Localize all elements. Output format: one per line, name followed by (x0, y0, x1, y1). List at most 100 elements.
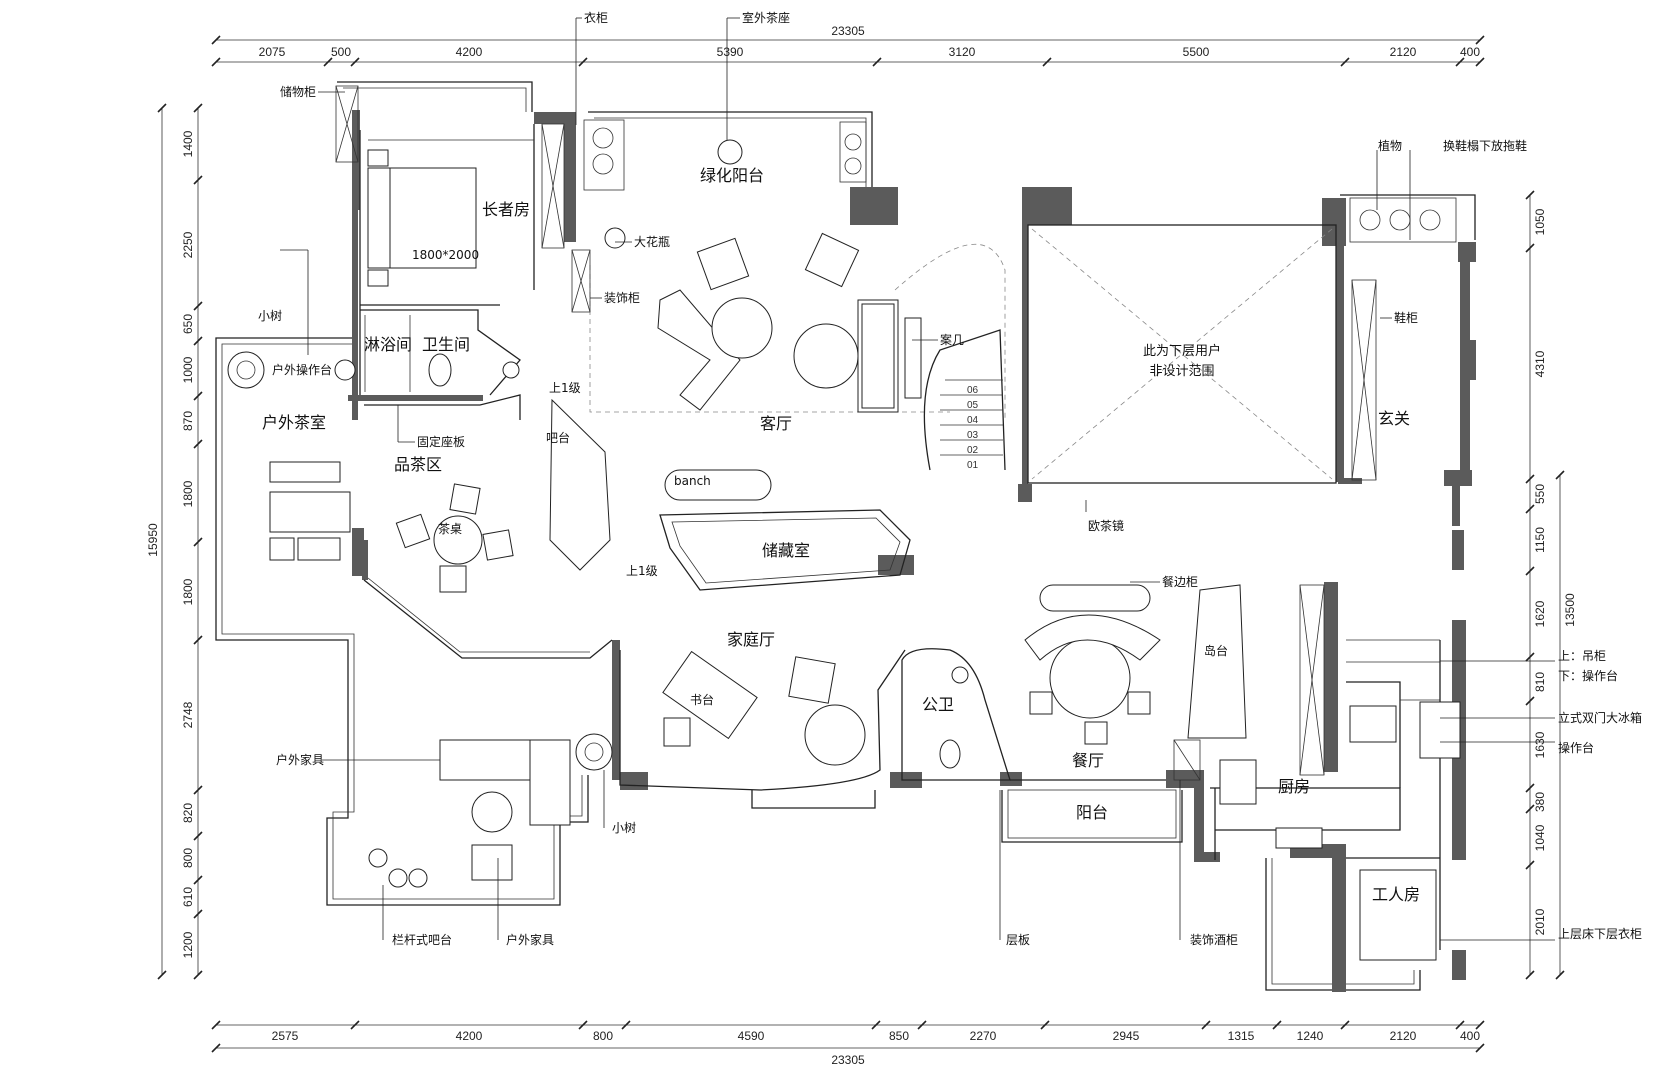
desk: 书台 (690, 692, 714, 707)
room-balcony: 阳台 (1076, 803, 1108, 822)
room-tea-area: 品茶区 (394, 455, 442, 474)
dim-top-5: 5500 (1183, 45, 1210, 59)
dim-left-7: 2748 (181, 701, 195, 728)
room-bathroom: 卫生间 (422, 335, 470, 354)
dim-left-6: 1800 (181, 578, 195, 605)
dim-right-6: 1630 (1533, 731, 1547, 758)
dim-bottom-7: 1315 (1228, 1029, 1255, 1043)
dim-right-4: 1620 (1533, 600, 1547, 627)
stair-05: 05 (967, 400, 979, 411)
dim-right-7: 380 (1533, 792, 1547, 812)
label-storage-cabinet: 储物柜 (280, 84, 316, 99)
interior-lines (335, 85, 1457, 950)
left-dimension-lines (157, 103, 203, 980)
dim-left-4: 870 (181, 411, 195, 431)
label-wardrobe: 衣柜 (584, 10, 608, 25)
room-dining: 餐厅 (1072, 751, 1104, 770)
label-mirror: 欧茶镜 (1088, 518, 1124, 533)
dim-right-overall: 13500 (1563, 593, 1577, 627)
label-bar-counter-balcony: 栏杆式吧台 (392, 932, 452, 947)
dim-right-0: 1050 (1533, 208, 1547, 235)
dim-right-9: 2010 (1533, 908, 1547, 935)
label-small-tree-top: 小树 (258, 308, 282, 323)
bottom-dimension-lines (211, 1020, 1485, 1053)
right-dimension-lines (1525, 190, 1565, 980)
label-fixed-bench: 固定座板 (417, 434, 465, 449)
dim-top-1: 500 (331, 45, 351, 59)
dim-left-9: 800 (181, 848, 195, 868)
dim-bottom-0: 2575 (272, 1029, 299, 1043)
room-maid: 工人房 (1372, 885, 1420, 904)
lower-unit-line1: 此为下层用户 (1143, 343, 1221, 359)
dim-bottom-2: 800 (593, 1029, 613, 1043)
label-outdoor-counter: 户外操作台 (272, 362, 332, 377)
label-counter-below: 下：操作台 (1558, 668, 1618, 683)
dim-left-overall: 15950 (146, 523, 160, 557)
label-side-table: 案几 (940, 332, 964, 347)
dim-bottom-8: 1240 (1297, 1029, 1324, 1043)
leader-lines (280, 17, 1555, 941)
label-decor-cabinet: 装饰柜 (604, 291, 640, 305)
dim-bottom-1: 4200 (456, 1029, 483, 1043)
label-small-tree-bottom: 小树 (612, 820, 636, 835)
lower-unit-line2: 非设计范围 (1149, 364, 1214, 379)
stair-04: 04 (967, 415, 979, 426)
dim-right-3: 1150 (1533, 527, 1547, 553)
room-family: 家庭厅 (727, 630, 775, 649)
dim-left-0: 1400 (181, 130, 195, 157)
dim-right-8: 1040 (1533, 824, 1547, 851)
room-public-wc: 公卫 (922, 695, 954, 714)
walls (348, 110, 1476, 992)
dim-top-3: 5390 (717, 45, 744, 59)
label-wall-cabinet: 上：吊柜 (1558, 649, 1606, 663)
dim-top-7: 400 (1460, 45, 1480, 59)
room-shower: 淋浴间 (364, 335, 412, 354)
room-green-balcony: 绿化阳台 (700, 166, 764, 185)
dim-left-3: 1000 (181, 356, 195, 383)
stair-02: 02 (967, 445, 979, 456)
room-elder: 长者房 (482, 200, 530, 219)
island: 岛台 (1204, 643, 1228, 658)
furniture (269, 139, 1461, 961)
dim-top-6: 2120 (1390, 45, 1417, 59)
step-up-1: 上1级 (549, 381, 581, 395)
room-outdoor-tea: 户外茶室 (262, 413, 326, 432)
room-kitchen: 厨房 (1278, 777, 1310, 796)
dim-bottom-4: 850 (889, 1029, 909, 1043)
label-work-counter: 操作台 (1558, 740, 1594, 755)
bed-size: 1800*2000 (412, 248, 479, 262)
dim-left-5: 1800 (181, 480, 195, 507)
room-storage: 储藏室 (762, 541, 810, 560)
label-wine-cabinet: 装饰酒柜 (1190, 933, 1238, 947)
step-up-2: 上1级 (626, 564, 658, 578)
dim-top-overall: 23305 (831, 24, 865, 38)
label-shoe-cabinet: 鞋柜 (1394, 310, 1418, 325)
dim-right-2: 550 (1533, 484, 1547, 504)
dim-bottom-6: 2945 (1113, 1029, 1140, 1043)
dim-left-1: 2250 (181, 231, 195, 258)
dim-top-2: 4200 (456, 45, 483, 59)
dim-top-4: 3120 (949, 45, 976, 59)
label-plants: 植物 (1378, 138, 1402, 153)
dim-bottom-5: 2270 (970, 1029, 997, 1043)
dim-left-11: 1200 (181, 931, 195, 958)
label-shoe-bench: 换鞋榻下放拖鞋 (1443, 138, 1527, 153)
label-outdoor-furniture-2: 户外家具 (506, 932, 554, 947)
top-dimension-lines (211, 35, 1485, 67)
stair-06: 06 (967, 385, 979, 396)
room-living: 客厅 (760, 414, 792, 433)
dim-bottom-9: 2120 (1390, 1029, 1417, 1043)
bench: banch (674, 474, 711, 488)
label-bunk-wardrobe: 上层床下层衣柜 (1558, 926, 1642, 941)
label-outdoor-furniture-1: 户外家具 (276, 752, 324, 767)
label-outdoor-seat: 室外茶座 (742, 10, 790, 25)
tea-table: 茶桌 (438, 521, 462, 536)
label-shelf: 层板 (1006, 933, 1030, 947)
plants (227, 127, 1441, 771)
dim-right-5: 810 (1533, 672, 1547, 692)
bar: 吧台 (546, 430, 570, 445)
dim-left-2: 650 (181, 314, 195, 334)
dim-bottom-overall: 23305 (831, 1053, 865, 1067)
room-entrance: 玄关 (1378, 409, 1410, 428)
